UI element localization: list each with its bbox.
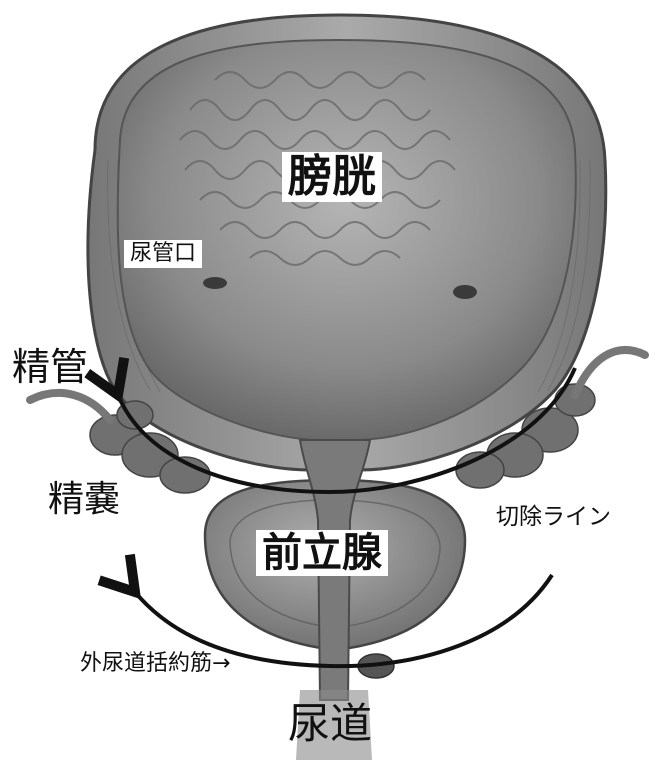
label-seminal-vesicle: 精嚢 — [48, 482, 120, 518]
vas-deferens-left — [30, 393, 110, 420]
label-bladder: 膀胱 — [282, 152, 382, 202]
label-ureteral-orifice: 尿管口 — [124, 240, 202, 268]
label-external-sphincter: 外尿道括約筋→ — [80, 653, 230, 675]
label-prostate: 前立腺 — [256, 530, 388, 576]
ureteral-orifice-left — [203, 277, 227, 289]
ureteral-orifice-right — [453, 285, 477, 299]
label-resection-line: 切除ライン — [496, 506, 611, 529]
label-vas-deferens: 精管 — [12, 348, 88, 386]
label-urethra: 尿道 — [288, 703, 372, 745]
